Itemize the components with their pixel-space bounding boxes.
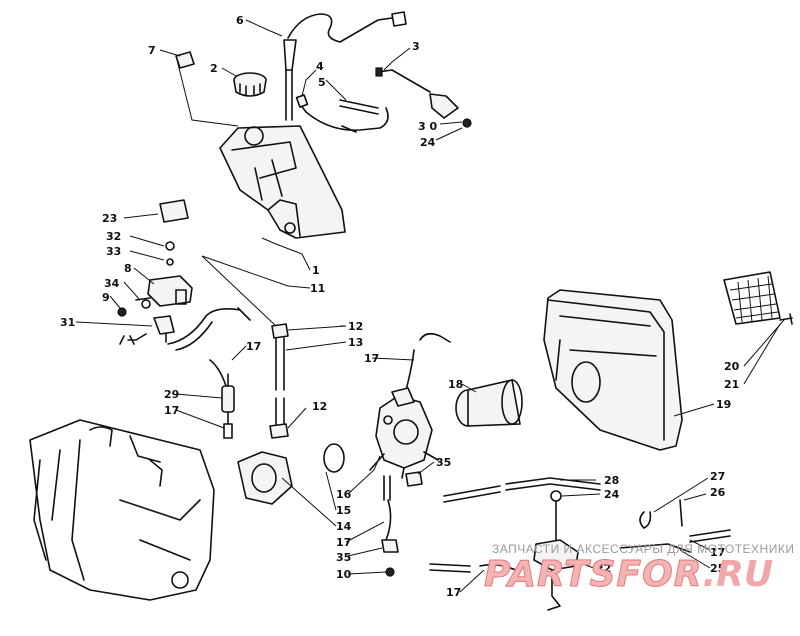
watermark-logo-right: .RU bbox=[702, 554, 773, 595]
fuel-pump-bracket bbox=[117, 275, 193, 317]
carb-clamp bbox=[323, 443, 345, 473]
intake-boot bbox=[455, 379, 523, 427]
callout-18: 18 bbox=[448, 378, 463, 391]
callout-17-mid: 17 bbox=[364, 352, 379, 365]
callout-23: 23 bbox=[102, 212, 117, 225]
callout-7: 7 bbox=[148, 44, 156, 57]
watermark-caption: ЗАПЧАСТИ И АКСЕССУАРЫ ДЛЯ МОТОТЕХНИКИ bbox=[492, 542, 794, 556]
watermark-logo-left: PARTS bbox=[484, 554, 617, 595]
watermark-logo: PARTSFOR.RU bbox=[484, 554, 773, 595]
air-silencer bbox=[543, 289, 683, 451]
callout-35-lower: 35 bbox=[336, 551, 351, 564]
label-decal bbox=[159, 199, 189, 223]
callout-29: 29 bbox=[164, 388, 179, 401]
callout-17-drain: 17 bbox=[336, 536, 351, 549]
intake-screen bbox=[723, 271, 781, 325]
tee-and-clamps bbox=[550, 490, 731, 543]
hose-clamps bbox=[269, 323, 289, 439]
watermark: ЗАПЧАСТИ И АКСЕССУАРЫ ДЛЯ МОТОТЕХНИКИ PA… bbox=[484, 542, 794, 596]
warning-decal bbox=[175, 51, 195, 69]
tee-fitting bbox=[119, 307, 251, 387]
mount-bracket bbox=[375, 67, 472, 128]
callout-17-far: 17 bbox=[710, 546, 725, 559]
callout-6: 6 bbox=[236, 14, 244, 27]
fuel-tank bbox=[219, 125, 346, 239]
fuel-filter bbox=[221, 373, 235, 439]
callout-17-bottom: 17 bbox=[446, 586, 461, 599]
carburetor bbox=[369, 387, 439, 479]
engine-block bbox=[29, 419, 215, 601]
callout-5: 5 bbox=[318, 76, 326, 89]
drain-hose-assembly bbox=[381, 471, 423, 577]
callout-24-top: 24 bbox=[420, 136, 436, 149]
callout-20: 20 bbox=[724, 360, 740, 373]
callout-33: 33 bbox=[106, 245, 121, 258]
callout-9: 9 bbox=[102, 291, 110, 304]
callout-10: 10 bbox=[336, 568, 352, 581]
callout-30: 3 0 bbox=[418, 120, 437, 133]
callout-3: 3 bbox=[412, 40, 420, 53]
vent-hose bbox=[295, 94, 389, 133]
callout-12-top: 12 bbox=[348, 320, 363, 333]
callout-15: 15 bbox=[336, 504, 351, 517]
filler-cap bbox=[233, 72, 267, 97]
callout-17-left: 17 bbox=[246, 340, 261, 353]
callout-25: 25 bbox=[710, 562, 725, 575]
callout-8: 8 bbox=[124, 262, 132, 275]
callout-27: 27 bbox=[710, 470, 725, 483]
callout-2: 2 bbox=[210, 62, 218, 75]
callout-35-upper: 35 bbox=[436, 456, 451, 469]
callout-24-bottom: 24 bbox=[604, 488, 620, 501]
callout-1: 1 bbox=[312, 264, 320, 277]
fuel-pump bbox=[533, 539, 691, 611]
callout-17-filter: 17 bbox=[164, 404, 179, 417]
callout-26: 26 bbox=[710, 486, 726, 499]
callout-numbers: 6 7 2 3 4 5 3 0 24 23 32 33 8 34 9 31 1 … bbox=[60, 14, 740, 599]
callout-32: 32 bbox=[106, 230, 121, 243]
callout-22: 22 bbox=[596, 562, 611, 575]
intake-flange bbox=[237, 451, 293, 505]
callout-12-bottom: 12 bbox=[312, 400, 327, 413]
callout-21: 21 bbox=[724, 378, 739, 391]
washer-set bbox=[165, 241, 175, 266]
leader-lines bbox=[75, 19, 785, 593]
fuel-hose bbox=[403, 332, 451, 399]
callout-34: 34 bbox=[104, 277, 120, 290]
callout-31: 31 bbox=[60, 316, 75, 329]
callout-14: 14 bbox=[336, 520, 352, 533]
callout-13: 13 bbox=[348, 336, 363, 349]
fuel-sender-assembly bbox=[283, 11, 407, 121]
watermark-logo-mid: FOR bbox=[617, 554, 703, 595]
callout-16: 16 bbox=[336, 488, 352, 501]
crossover-hoses bbox=[429, 477, 601, 573]
callout-11: 11 bbox=[310, 282, 325, 295]
callout-4: 4 bbox=[316, 60, 324, 73]
screen-screw bbox=[779, 313, 793, 325]
callout-28: 28 bbox=[604, 474, 619, 487]
callout-19: 19 bbox=[716, 398, 731, 411]
